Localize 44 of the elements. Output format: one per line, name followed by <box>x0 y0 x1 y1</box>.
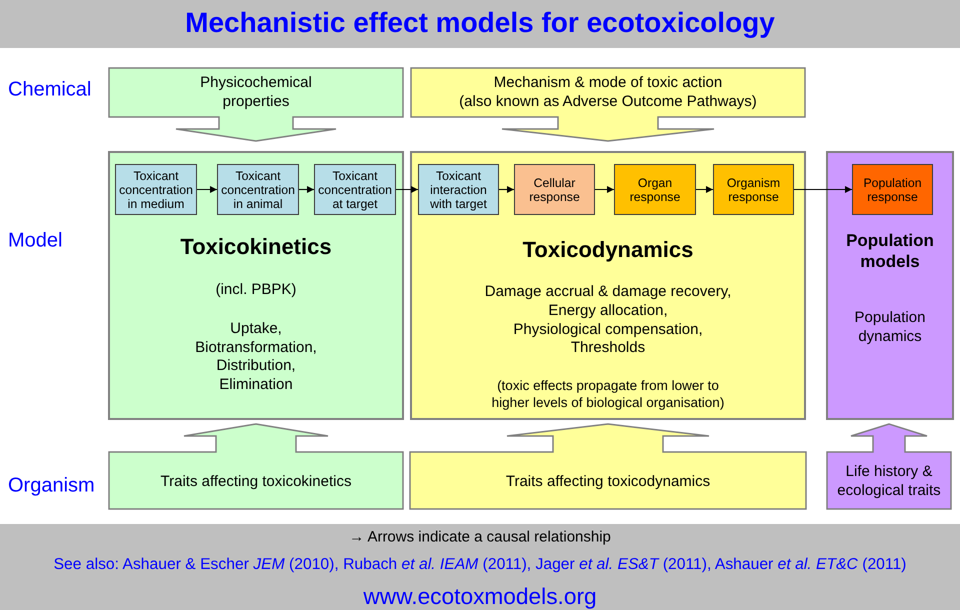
process-box: Toxicant concentration in animal <box>217 164 299 215</box>
down-arrow-callout <box>108 67 404 142</box>
callout-text: Traits affecting toxicokinetics <box>160 472 352 490</box>
arrow <box>696 186 713 193</box>
process-box: Organ response <box>614 164 696 215</box>
model-panel <box>108 151 404 420</box>
panel-text: (incl. PBPK) <box>216 281 296 299</box>
arrow <box>197 186 217 193</box>
callout-text: Physicochemical properties <box>199 73 313 111</box>
note-text: → Arrows indicate a causal relationship <box>349 528 611 546</box>
panel-text: Damage accrual & damage recovery, Energy allocation, Physiological compensation, Thresholds <box>484 283 732 358</box>
web-address: www.ecotoxmodels.org <box>363 582 597 610</box>
down-arrow-callout <box>410 67 806 142</box>
panel-text: Population dynamics <box>854 308 926 346</box>
process-box: Cellular response <box>514 164 595 215</box>
callout-text: Traits affecting toxicodynamics <box>506 472 710 490</box>
up-arrow-callout <box>409 423 807 510</box>
process-box: Toxicant concentration at target <box>314 164 396 215</box>
row-label: Chemical <box>8 78 92 102</box>
up-arrow-callout <box>826 423 952 510</box>
process-box: Organism response <box>713 164 794 215</box>
model-panel <box>826 151 954 420</box>
arrow <box>499 186 514 193</box>
panel-note: (toxic effects propagate from lower to higher levels of biological organisation) <box>490 377 726 411</box>
panel-heading: Toxicodynamics <box>522 237 694 263</box>
arrow <box>595 186 614 193</box>
callout-text: Mechanism & mode of toxic action <box>494 73 722 92</box>
up-arrow-callout <box>108 423 404 510</box>
arrow <box>299 186 314 193</box>
panel-heading: Toxicokinetics <box>180 234 332 260</box>
title: Mechanistic effect models for ecotoxicology <box>185 7 775 39</box>
arrow <box>794 186 852 193</box>
row-label: Organism <box>8 474 95 498</box>
process-box: Toxicant concentration in medium <box>115 164 197 215</box>
panel-heading: Population models <box>845 230 935 272</box>
callout-text: (also known as Adverse Outcome Pathways) <box>459 92 757 111</box>
arrow <box>396 186 418 193</box>
row-label: Model <box>8 230 62 252</box>
reference-text: See also: Ashauer & Escher JEM (2010), Rubach et al. IEAM (2011), Jager et al. ES&T (2011), Ashauer et al. ET&C (2011) <box>54 556 906 574</box>
panel-text: Uptake, Biotransformation, Distribution, Elimination <box>195 320 317 395</box>
callout-text: Life history & ecological traits <box>836 462 942 500</box>
process-box: Population response <box>852 164 933 215</box>
model-panel <box>410 151 806 420</box>
process-box: Toxicant interaction with target <box>418 164 499 215</box>
